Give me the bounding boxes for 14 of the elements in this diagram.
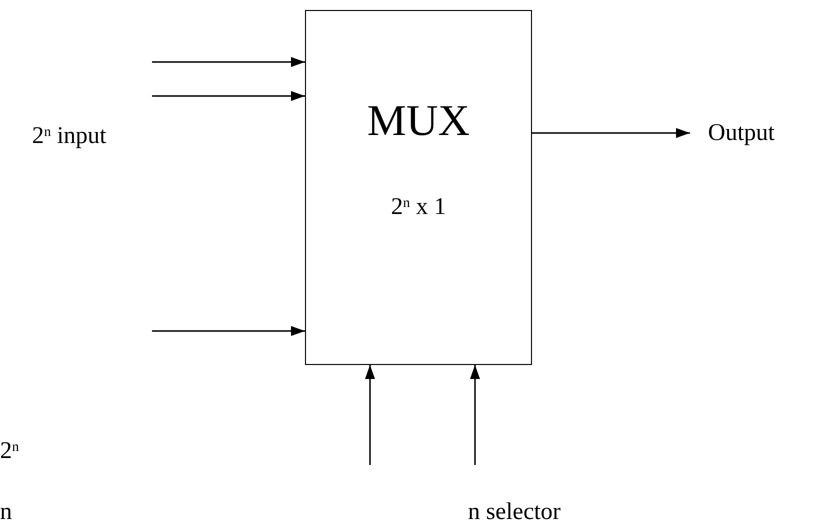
block-size: 2$^{n}$ x 1 [391,193,446,222]
output-label: Output [690,116,790,150]
arrow [532,128,690,138]
arrow [470,365,480,465]
signal-label: 2$^{n}$ [0,437,19,466]
signal-label: n [0,498,12,527]
signal-label: 2$^{n}$ input [32,122,106,151]
arrow [365,365,375,465]
multiplexer-block [305,10,532,365]
arrow [152,57,305,67]
signal-label: n selector [468,498,561,527]
arrow [152,91,305,101]
arrow [152,326,305,336]
block-title: MUX [367,99,470,143]
